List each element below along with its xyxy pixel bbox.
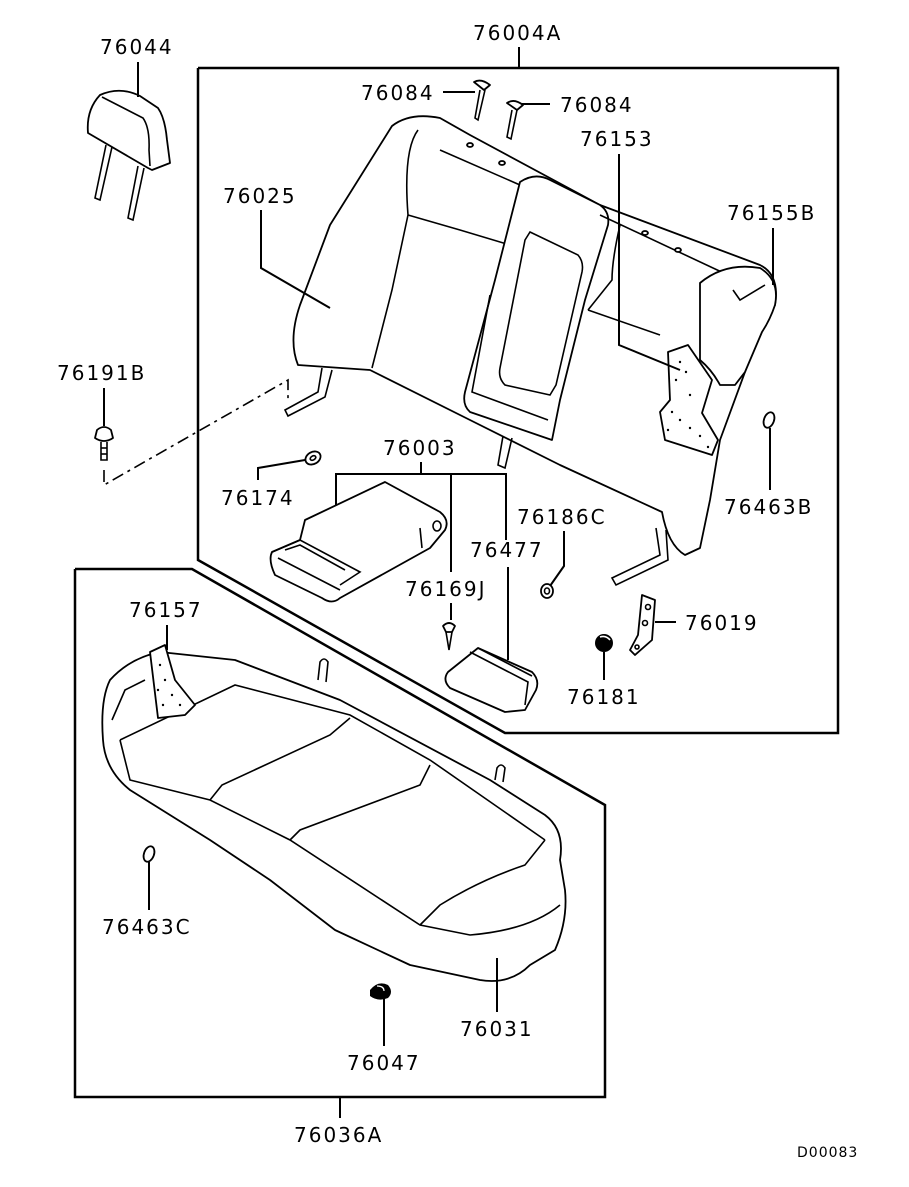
leader-76174	[257, 459, 306, 480]
leader-76153	[618, 154, 681, 371]
part-label-76153[interactable]: 76153	[580, 127, 654, 151]
headrest[interactable]	[86, 89, 171, 222]
cushion-group-box	[73, 567, 607, 1099]
dashed-leader-76191B	[103, 378, 289, 487]
part-label-76084-right[interactable]: 76084	[560, 93, 634, 117]
clip-76186C[interactable]	[540, 583, 554, 599]
part-label-76031[interactable]: 76031	[460, 1017, 534, 1041]
part-label-76047[interactable]: 76047	[347, 1051, 421, 1075]
part-label-76181[interactable]: 76181	[567, 685, 641, 709]
seat-cushion[interactable]	[101, 644, 567, 982]
part-label-76084-left[interactable]: 76084	[361, 81, 435, 105]
part-label-76155B[interactable]: 76155B	[727, 201, 816, 225]
seatback[interactable]	[283, 115, 777, 587]
part-label-76186C[interactable]: 76186C	[517, 505, 607, 529]
part-label-76025[interactable]: 76025	[223, 184, 297, 208]
part-label-76036A[interactable]: 76036A	[294, 1123, 383, 1147]
bolt-76191B[interactable]	[94, 426, 114, 461]
leader-76186C	[549, 531, 565, 587]
part-label-76157[interactable]: 76157	[129, 598, 203, 622]
ring-76463B[interactable]	[762, 411, 777, 429]
part-label-76191B[interactable]: 76191B	[57, 361, 146, 385]
drawing-code: D00083	[797, 1145, 858, 1161]
screw-76169J[interactable]	[442, 622, 456, 651]
ring-76463C[interactable]	[142, 845, 157, 863]
leader-76025	[260, 210, 331, 309]
part-label-76044[interactable]: 76044	[100, 35, 174, 59]
nut-76181[interactable]	[595, 634, 613, 652]
bolt-76084-right[interactable]	[506, 100, 524, 141]
part-label-76477[interactable]: 76477	[470, 538, 544, 562]
part-label-76174[interactable]: 76174	[221, 486, 295, 510]
part-label-76463C[interactable]: 76463C	[102, 915, 192, 939]
bolt-76084-left[interactable]	[473, 79, 491, 122]
seatback-group-box	[196, 66, 840, 735]
armrest-76003[interactable]	[269, 481, 448, 603]
clip-76047[interactable]	[370, 983, 391, 1000]
part-label-76004A[interactable]: 76004A	[473, 21, 562, 45]
part-label-76463B[interactable]: 76463B	[724, 495, 813, 519]
armrest-lid-76477[interactable]	[444, 647, 539, 713]
bushing-76174[interactable]	[303, 449, 323, 467]
part-label-76019[interactable]: 76019	[685, 611, 759, 635]
bracket-76019[interactable]	[629, 594, 656, 656]
part-label-76003[interactable]: 76003	[383, 436, 457, 460]
part-label-76169J[interactable]: 76169J	[405, 577, 487, 601]
